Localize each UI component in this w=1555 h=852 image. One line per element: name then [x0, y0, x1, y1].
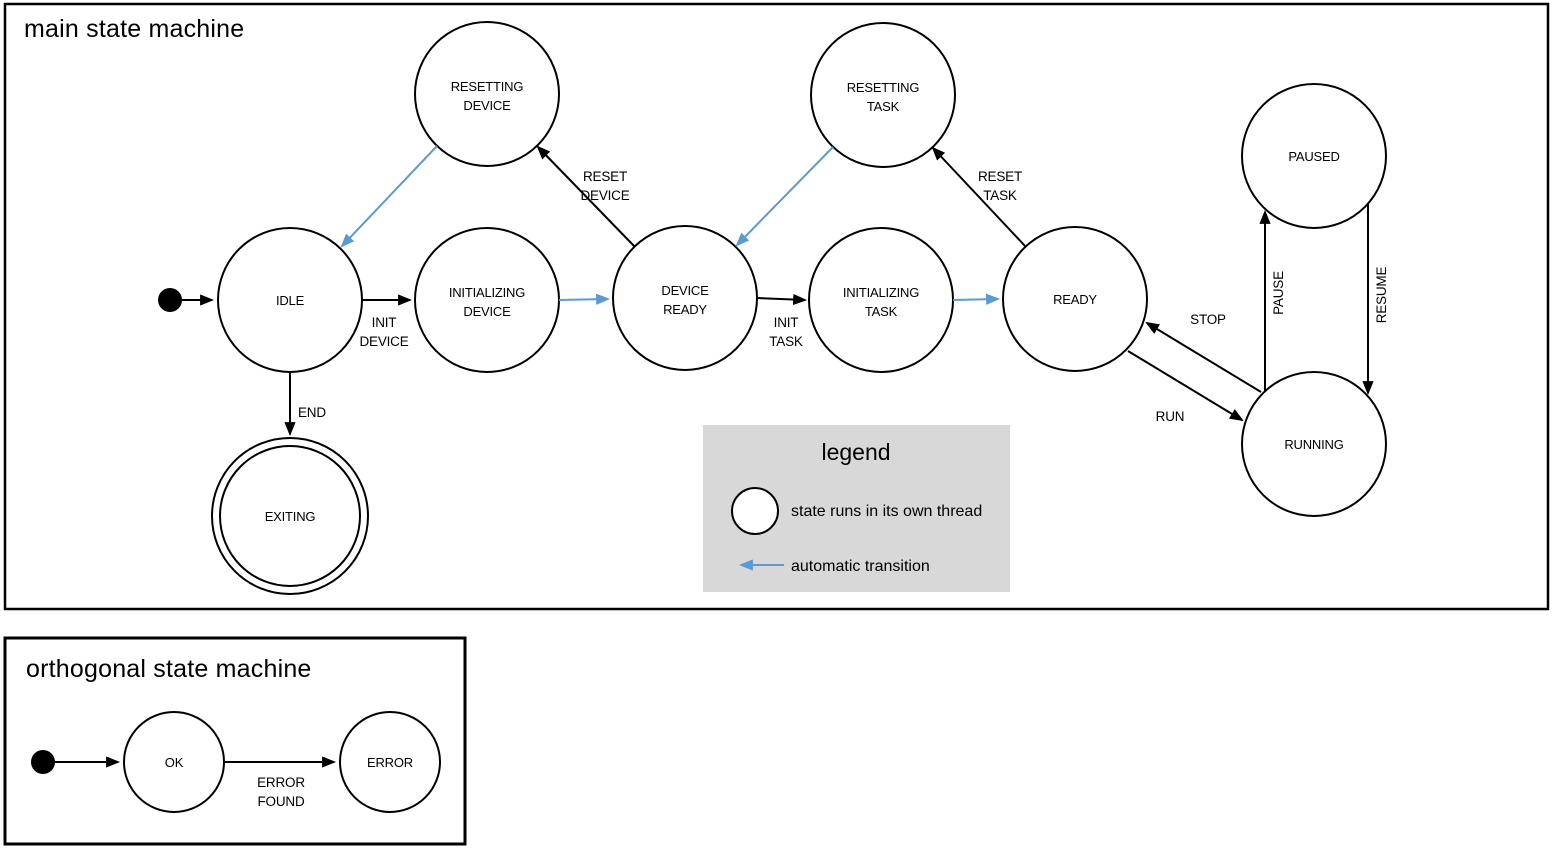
state-initializing-task-label-line2: TASK	[865, 304, 898, 319]
transition-run-label: RUN	[1156, 409, 1185, 424]
legend: legend state runs in its own thread auto…	[703, 425, 1010, 592]
transition-reset-device	[536, 145, 636, 248]
state-initializing-device	[414, 227, 560, 373]
state-exiting	[219, 445, 361, 587]
auto-transition-resetting-device-to-idle	[340, 145, 438, 248]
transition-reset-device-label-line2: DEVICE	[580, 188, 629, 203]
legend-auto-transition-label: automatic transition	[791, 558, 930, 575]
orthogonal-panel-border	[3, 636, 467, 846]
transition-init-device-label-line1: INIT	[372, 315, 397, 330]
transition-stop-label: STOP	[1190, 312, 1226, 327]
state-device-ready	[612, 225, 758, 371]
state-initializing-device-label-line1: INITIALIZING	[449, 285, 525, 300]
state-resetting-task	[810, 22, 956, 168]
transition-reset-task-label-line2: TASK	[983, 188, 1017, 203]
state-resetting-task-label-line2: TASK	[867, 99, 900, 114]
orthogonal-initial-state-dot	[31, 750, 55, 774]
state-ok-label: OK	[165, 755, 184, 770]
transition-reset-task-label-line1: RESET	[978, 169, 1022, 184]
transition-reset-device-label-line1: RESET	[583, 169, 627, 184]
state-error	[339, 711, 441, 813]
transition-init-task-label-line2: TASK	[769, 334, 803, 349]
state-resetting-task-label-line1: RESETTING	[847, 80, 920, 95]
auto-transition-initializing-device-to-device-ready	[558, 293, 611, 305]
state-running	[1241, 371, 1387, 517]
transition-end-label: END	[298, 405, 326, 420]
state-resetting-device-label-line2: DEVICE	[463, 98, 511, 113]
legend-title: legend	[821, 439, 890, 465]
transition-error-found-label-line1: ERROR	[257, 775, 305, 790]
state-resetting-device	[414, 21, 560, 167]
state-exiting-label: EXITING	[265, 509, 316, 524]
state-device-ready-label-line1: DEVICE	[661, 283, 709, 298]
transition-stop	[1145, 321, 1262, 393]
transition-run	[1127, 350, 1244, 422]
transition-init-task-label-line1: INIT	[774, 315, 799, 330]
orthogonal-panel-title: orthogonal state machine	[26, 655, 312, 683]
auto-transition-resetting-task-to-device-ready	[735, 146, 834, 247]
state-error-label: ERROR	[367, 755, 413, 770]
state-idle-label: IDLE	[276, 293, 305, 308]
state-ready	[1002, 226, 1148, 372]
transition-reset-task	[931, 146, 1027, 248]
state-ready-label: READY	[1053, 292, 1097, 307]
state-initializing-task-label-line1: INITIALIZING	[843, 285, 919, 300]
state-paused-label: PAUSED	[1288, 149, 1339, 164]
transition-resume-label: RESUME	[1374, 267, 1389, 324]
transition-init-device-label-line2: DEVICE	[359, 334, 408, 349]
orthogonal-state-machine-panel: orthogonal state machine OK ERROR ERROR …	[3, 636, 467, 846]
state-running-label: RUNNING	[1284, 437, 1343, 452]
state-resetting-device-label-line1: RESETTING	[451, 79, 524, 94]
legend-thread-state-label: state runs in its own thread	[791, 503, 982, 520]
state-paused	[1241, 83, 1387, 229]
main-panel-border	[3, 2, 1550, 611]
state-device-ready-label-line2: READY	[663, 302, 707, 317]
main-panel-title: main state machine	[24, 15, 244, 43]
auto-transition-initializing-task-to-ready	[952, 293, 1001, 305]
initial-state-dot	[158, 288, 182, 312]
state-initializing-task	[808, 227, 954, 373]
state-initializing-device-label-line2: DEVICE	[463, 304, 511, 319]
transition-init-task	[756, 293, 808, 306]
transition-pause-label: PAUSE	[1271, 271, 1286, 315]
legend-thread-state-icon	[731, 487, 779, 535]
transition-error-found-label-line2: FOUND	[258, 794, 305, 809]
main-state-machine-panel: main state machine IDLE RESE	[3, 2, 1550, 611]
